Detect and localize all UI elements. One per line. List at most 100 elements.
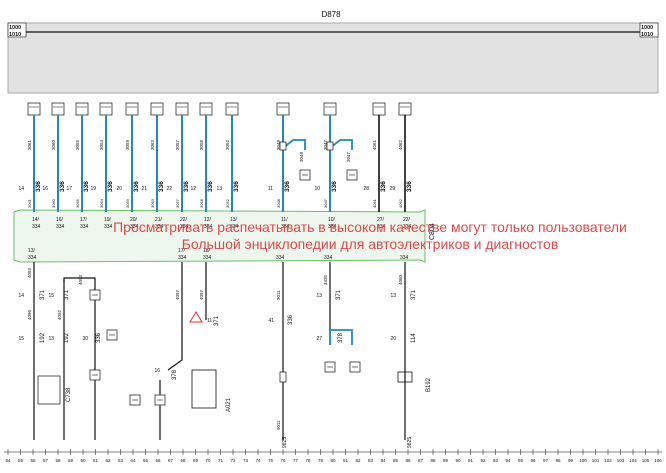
top-wire-code: 336 <box>233 181 240 192</box>
right-c-component <box>397 371 413 383</box>
ruler-label: 67 <box>168 458 174 463</box>
top-wire-number: 3057 <box>175 139 180 150</box>
col2-top-number: 4093 <box>78 274 83 285</box>
band-code: 334 <box>56 224 65 230</box>
top-wire-code: 336 <box>107 181 114 192</box>
mid-connector-b-pin: 18/ <box>203 248 211 254</box>
ruler-label: 65 <box>143 458 149 463</box>
band-pin: 10/ <box>328 217 336 223</box>
header-band <box>7 22 659 94</box>
band-code: 334 <box>281 224 290 230</box>
ruler-label: 70 <box>205 458 211 463</box>
right-b-connector: 334 <box>324 255 333 261</box>
band-code: 334 <box>403 224 412 230</box>
top-pin-box <box>323 102 337 116</box>
top-wire-mid-number: 3063 <box>150 198 155 208</box>
top-wire-pin: 17 <box>66 186 72 192</box>
band-pin: 27/ <box>377 217 385 223</box>
mid-wire-b-number: 4097 <box>199 289 204 300</box>
top-pin-box <box>150 102 164 116</box>
ruler-label: 89 <box>443 458 449 463</box>
component-label: A021 <box>226 397 232 412</box>
band-pin: 16/ <box>56 217 64 223</box>
top-wire-mid-number: 3060 <box>51 198 56 208</box>
col2-number: 4092 <box>57 309 62 320</box>
col2-code-2: 192 <box>64 332 70 343</box>
top-wire-number: 3059 <box>125 139 130 150</box>
col2-top-link <box>63 277 96 300</box>
header-right-top: 1000 <box>641 25 653 31</box>
top-wire-code: 336 <box>35 181 42 192</box>
mid-connector-a-code: 334 <box>178 255 187 261</box>
right-c-code-2: 114 <box>411 333 417 343</box>
connector-band <box>13 209 426 263</box>
branch-wire <box>329 139 353 150</box>
right-c-code: 371 <box>411 289 417 300</box>
ruler-label: 79 <box>318 458 324 463</box>
ruler-label: 92 <box>480 458 486 463</box>
top-wire-number: 4061 <box>372 139 377 150</box>
band-code: 334 <box>80 224 89 230</box>
branch-wire-number: 3047 <box>346 151 351 162</box>
band-code: 334 <box>32 224 41 230</box>
branch-wire-number: 3048 <box>299 151 304 162</box>
top-wire-mid-number: 3052 <box>225 198 230 208</box>
component-box <box>191 369 217 409</box>
ruler-label: 56 <box>30 458 36 463</box>
left-wire-code-2: 192 <box>40 332 46 343</box>
top-wire-pin: 10 <box>314 186 320 192</box>
band-pin: 13/ <box>230 217 238 223</box>
splice-box <box>326 141 334 151</box>
band-pin: 17/ <box>80 217 88 223</box>
band-code: 334 <box>328 224 337 230</box>
ruler-label: 100 <box>579 458 587 463</box>
col3-pin: 30 <box>82 336 88 342</box>
ruler-label: 60 <box>80 458 86 463</box>
right-c-comp-label: B192 <box>426 377 432 392</box>
left-connector-code: 334 <box>28 255 37 261</box>
top-wire-number: 4062 <box>398 139 403 150</box>
splice-box <box>279 141 287 151</box>
col2-pin: 15 <box>48 293 54 299</box>
col2-pin-2: 13 <box>48 336 54 342</box>
header-left-bottom: 1010 <box>9 32 21 38</box>
ruler-label: 102 <box>604 458 612 463</box>
top-wire-number: 3047 <box>323 139 328 150</box>
band-pin: 22/ <box>180 217 188 223</box>
ruler-label: 77 <box>293 458 299 463</box>
top-wire-code: 336 <box>284 181 291 192</box>
right-c-pin-2: 20 <box>390 336 396 342</box>
comp-pin: 16 <box>154 368 160 374</box>
ruler-label: 106 <box>654 458 662 463</box>
ruler-label: 55 <box>18 458 24 463</box>
top-wire-code: 336 <box>59 181 66 192</box>
ruler-label: 80 <box>330 458 336 463</box>
header-title: D878 <box>321 10 341 19</box>
band-pin: 12/ <box>204 217 212 223</box>
ruler-label: 93 <box>493 458 499 463</box>
ruler-label: 69 <box>193 458 199 463</box>
ruler-label: 82 <box>355 458 361 463</box>
ruler-label: 58 <box>55 458 61 463</box>
top-pin-box <box>276 102 290 116</box>
ruler-label: 84 <box>380 458 386 463</box>
header-left-top: 1000 <box>9 25 21 31</box>
right-b-number: 3435 <box>323 274 328 285</box>
top-wire-pin: 20 <box>116 186 122 192</box>
band-code: 334 <box>230 224 239 230</box>
top-wire-mid-number: 3057 <box>175 198 180 208</box>
ruler-label: 88 <box>430 458 436 463</box>
ruler-label: 63 <box>118 458 124 463</box>
header-right-bottom: 1010 <box>641 32 653 38</box>
mid-connector-a-pin: 17/ <box>178 248 186 254</box>
top-wire-pin: 19 <box>90 186 96 192</box>
top-pin-box <box>99 102 113 116</box>
relay-box <box>37 375 61 405</box>
right-c-pin: 13 <box>390 293 396 299</box>
left-wire-pin-2: 15 <box>18 336 24 342</box>
top-pin-box <box>75 102 89 116</box>
top-wire-mid-number: 4061 <box>372 198 377 208</box>
band-code: 334 <box>377 224 386 230</box>
triangle-code: 371 <box>214 315 220 326</box>
